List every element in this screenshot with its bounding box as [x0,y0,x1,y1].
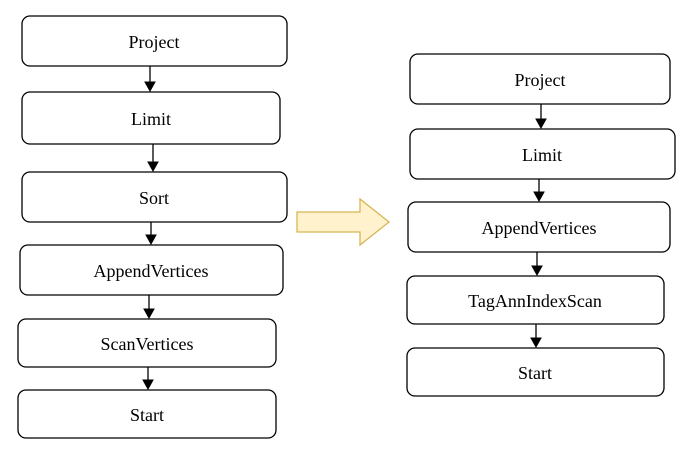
right-plan: Project Limit AppendVertices TagAnnIndex… [406,53,676,397]
left-edge-limit-sort [147,144,159,173]
right-edge-limit-appendvertices [533,179,545,203]
transform-arrow [296,197,391,247]
right-node-project[interactable]: Project [409,53,671,105]
left-edge-scanvertices-start [142,367,154,391]
right-node-project-label: Project [515,70,566,90]
left-node-project-label: Project [129,32,180,52]
left-node-appendvertices[interactable]: AppendVertices [19,244,284,296]
left-node-appendvertices-label: AppendVertices [94,261,209,281]
right-node-start[interactable]: Start [406,347,665,397]
left-node-start-label: Start [130,405,164,425]
right-node-appendvertices-label: AppendVertices [482,218,597,238]
right-node-limit[interactable]: Limit [409,128,676,180]
left-node-sort-label: Sort [139,188,169,208]
left-node-start[interactable]: Start [17,389,277,439]
left-plan: Project Limit Sort AppendVertices [17,15,288,439]
left-node-scanvertices-label: ScanVertices [101,334,194,354]
right-edge-project-limit [535,104,547,130]
left-node-sort[interactable]: Sort [21,171,288,223]
left-node-project[interactable]: Project [21,15,288,67]
left-edge-project-limit [144,66,156,93]
right-node-tagannindexscan[interactable]: TagAnnIndexScan [406,275,665,325]
right-edge-tagannindexscan-start [530,324,542,349]
left-node-limit[interactable]: Limit [21,91,281,145]
left-edge-appendvertices-scanvertices [143,295,155,320]
right-node-limit-label: Limit [522,145,562,165]
transform-arrow-shape [296,197,391,247]
right-node-start-label: Start [518,363,552,383]
left-edge-sort-appendvertices [145,222,157,246]
left-node-scanvertices[interactable]: ScanVertices [17,318,277,368]
right-node-appendvertices[interactable]: AppendVertices [407,201,671,253]
right-edge-appendvertices-tagannindexscan [531,252,543,277]
left-node-limit-label: Limit [131,109,171,129]
right-node-tagannindexscan-label: TagAnnIndexScan [468,291,602,311]
